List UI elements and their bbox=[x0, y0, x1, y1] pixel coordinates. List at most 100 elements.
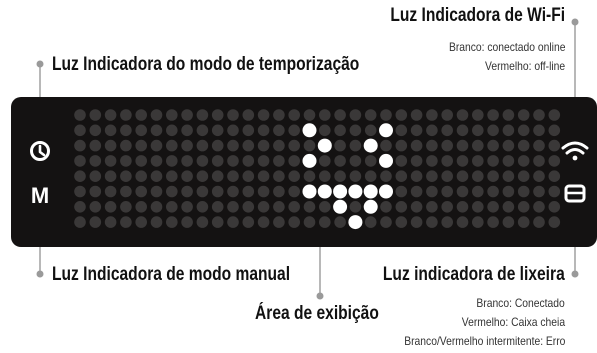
led-dot bbox=[456, 170, 469, 182]
led-dot-lit bbox=[302, 184, 317, 199]
led-dot bbox=[426, 216, 438, 228]
bin-indicator-title: Luz indicadora de lixeira bbox=[383, 264, 565, 285]
led-dot bbox=[517, 155, 530, 167]
led-dot bbox=[288, 155, 301, 167]
led-dot bbox=[150, 139, 163, 152]
led-dot bbox=[487, 216, 499, 228]
callout-dot-manual bbox=[36, 270, 44, 278]
led-dot bbox=[257, 201, 270, 213]
led-dot bbox=[410, 185, 423, 198]
led-dot bbox=[166, 124, 178, 137]
callout-dot-display bbox=[316, 292, 324, 300]
led-dot bbox=[334, 155, 346, 167]
callout-dot-wifi bbox=[571, 18, 579, 26]
led-dot bbox=[380, 201, 392, 213]
led-dot bbox=[319, 109, 331, 121]
led-dot bbox=[227, 185, 239, 198]
led-dot bbox=[472, 155, 484, 167]
led-dot bbox=[349, 109, 362, 121]
led-dot bbox=[120, 185, 132, 198]
led-dot bbox=[533, 109, 545, 121]
led-dot bbox=[548, 139, 561, 152]
wifi-indicator-desc-2: Vermelho: off-line bbox=[484, 59, 565, 73]
led-dot bbox=[181, 124, 193, 137]
led-dot bbox=[273, 216, 285, 228]
led-dot bbox=[303, 139, 316, 152]
led-dot bbox=[487, 109, 499, 121]
led-dot bbox=[227, 155, 239, 167]
led-dot bbox=[74, 201, 86, 213]
led-dot bbox=[517, 124, 530, 137]
led-dot-lit bbox=[333, 199, 348, 214]
led-dot bbox=[288, 185, 301, 198]
led-dot bbox=[196, 139, 209, 152]
wifi-indicator-title: Luz Indicadora de Wi-Fi bbox=[390, 5, 565, 26]
led-dot bbox=[150, 201, 163, 213]
led-dot bbox=[166, 109, 178, 121]
led-dot bbox=[319, 170, 331, 182]
led-dot bbox=[487, 139, 499, 152]
led-dot bbox=[303, 170, 316, 182]
led-dot bbox=[196, 109, 209, 121]
led-dot bbox=[395, 124, 408, 137]
led-dot bbox=[364, 109, 377, 121]
led-dot bbox=[257, 155, 270, 167]
led-matrix bbox=[74, 109, 561, 230]
led-dot bbox=[288, 170, 301, 182]
led-dot bbox=[242, 155, 255, 167]
led-dot bbox=[472, 185, 484, 198]
led-dot bbox=[211, 185, 224, 198]
led-dot bbox=[410, 155, 423, 167]
led-dot bbox=[426, 139, 438, 152]
led-dot bbox=[74, 124, 86, 137]
led-dot bbox=[426, 124, 438, 137]
bin-icon bbox=[564, 184, 586, 203]
led-dot bbox=[242, 124, 255, 137]
led-dot bbox=[104, 201, 117, 213]
led-dot bbox=[166, 185, 178, 198]
led-dot bbox=[502, 155, 515, 167]
led-dot bbox=[227, 124, 239, 137]
led-dot bbox=[349, 155, 362, 167]
led-dot bbox=[257, 109, 270, 121]
led-dot bbox=[120, 170, 132, 182]
led-dot bbox=[548, 124, 561, 137]
led-dot bbox=[395, 185, 408, 198]
led-dot bbox=[227, 139, 239, 152]
led-dot bbox=[74, 216, 86, 228]
led-dot bbox=[456, 109, 469, 121]
led-dot bbox=[150, 155, 163, 167]
led-dot bbox=[104, 155, 117, 167]
led-dot bbox=[472, 170, 484, 182]
led-dot bbox=[441, 124, 454, 137]
led-dot bbox=[334, 139, 346, 152]
led-dot bbox=[257, 170, 270, 182]
led-dot bbox=[89, 124, 102, 137]
led-dot bbox=[135, 109, 147, 121]
led-dot bbox=[288, 201, 301, 213]
led-dot bbox=[227, 216, 239, 228]
led-dot bbox=[319, 201, 331, 213]
led-dot bbox=[181, 185, 193, 198]
led-dot bbox=[349, 124, 362, 137]
led-dot bbox=[364, 124, 377, 137]
led-dot-lit bbox=[363, 184, 378, 199]
led-dot bbox=[257, 185, 270, 198]
led-dot bbox=[150, 170, 163, 182]
led-dot bbox=[533, 124, 545, 137]
led-dot-lit bbox=[379, 123, 393, 138]
led-dot bbox=[441, 201, 454, 213]
led-dot-lit bbox=[348, 184, 363, 199]
led-dot bbox=[441, 170, 454, 182]
led-dot bbox=[472, 139, 484, 152]
led-dot bbox=[533, 185, 545, 198]
led-dot bbox=[517, 170, 530, 182]
led-dot bbox=[548, 109, 561, 121]
led-dot bbox=[196, 155, 209, 167]
led-dot bbox=[181, 170, 193, 182]
led-dot bbox=[211, 155, 224, 167]
led-dot bbox=[410, 139, 423, 152]
led-dot bbox=[380, 139, 392, 152]
